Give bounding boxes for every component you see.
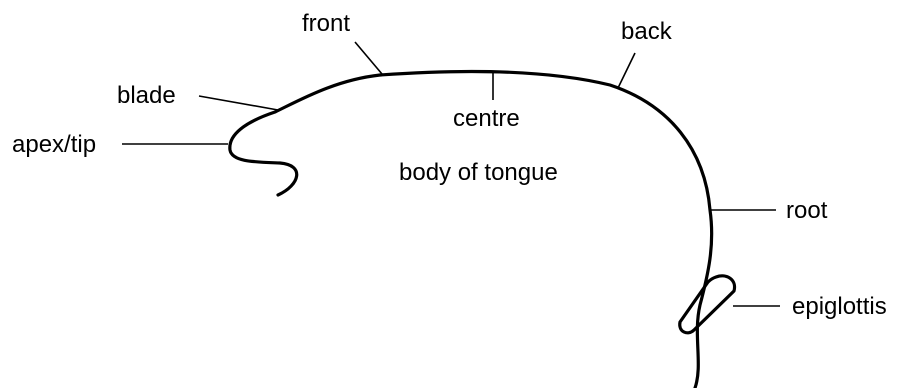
tongue-outline bbox=[228, 69, 714, 388]
apex-tip-label: apex/tip bbox=[12, 131, 96, 158]
back-leader-line bbox=[617, 52, 636, 89]
epiglottis-outline bbox=[678, 274, 737, 335]
root-label: root bbox=[786, 197, 828, 224]
front-label: front bbox=[302, 10, 350, 37]
blade-leader-line bbox=[198, 95, 279, 111]
blade-label: blade bbox=[117, 82, 176, 109]
back-label: back bbox=[621, 18, 673, 45]
body-of-tongue-label: body of tongue bbox=[399, 159, 558, 186]
centre-label: centre bbox=[453, 105, 520, 132]
front-leader-line bbox=[354, 41, 383, 75]
epiglottis-label: epiglottis bbox=[792, 293, 887, 320]
